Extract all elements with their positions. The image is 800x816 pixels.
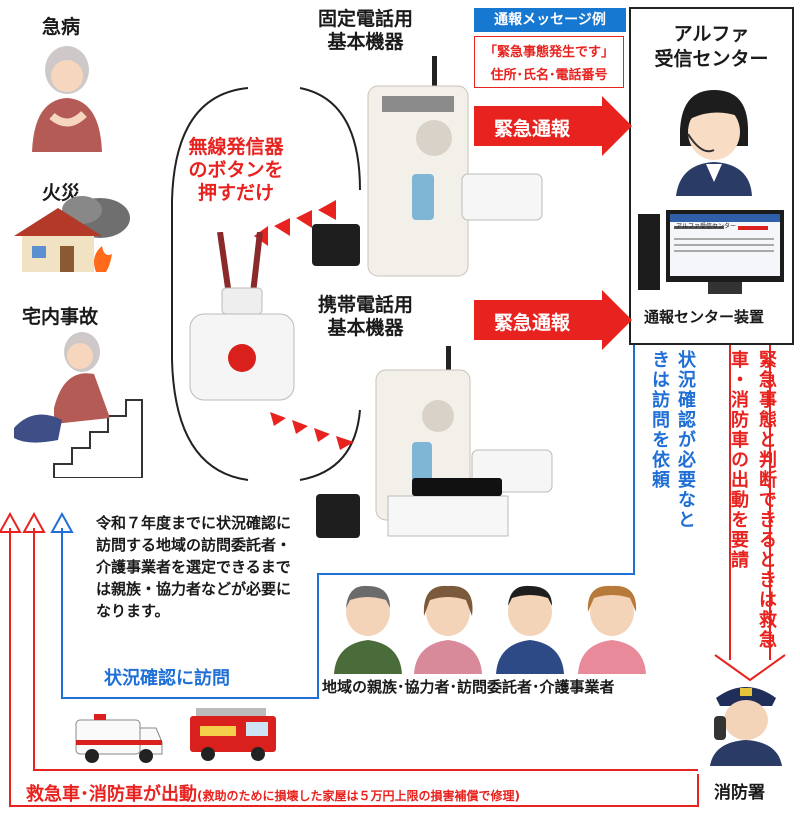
dispatch-main-label: 救急車･消防車が出動 [26,784,197,805]
fixed-phone-base-unit-icon [312,56,552,286]
ambulance-icon [74,710,164,764]
center-title: アルファ 受信センター [654,23,769,70]
dispatch-request-note: 緊急事態と判断できるときは救急車・消防車の出動を要請 [728,350,777,650]
emergency-arrow-2-shape [474,290,632,350]
wireless-caption: 無線発信器のボタンを押すだけ [188,136,284,204]
center-screen-title: アルファ受信センター [676,223,736,230]
emergency-call-arrow-2-label: 緊急通報 [494,312,571,334]
fire-label: 火災 [42,182,81,204]
status-visit-label: 状況確認に訪問 [104,668,230,689]
illness-label: 急病 [42,16,81,38]
blue-route [61,345,635,699]
message-example-box: 「緊急事態発生です」 住所･氏名･電話番号 [474,36,624,88]
dispatch-line: 救急車･消防車が出動(救助のために損壊した家屋は５万円上限の損害補償で修理) [26,780,520,806]
fire-engine-icon [186,706,280,764]
message-example-header: 通報メッセージ例 [474,8,626,32]
firefighter-on-phone-icon [706,676,786,766]
visit-request-note: 状況確認が必要なときは訪問を依頼 [649,350,696,530]
transmitter-frame [171,87,249,481]
mobile-phone-base-unit-icon [312,346,562,566]
illness-figure-icon [22,40,112,152]
center-box-outline [629,7,794,345]
community-people-icon [330,582,660,674]
dispatch-sub-label: (救助のために損壊した家屋は５万円上限の損害補償で修理) [197,789,520,803]
burning-house-icon [10,196,130,276]
message-example-line-1: 「緊急事態発生です」 [483,45,614,60]
message-example-line-2: 住所･氏名･電話番号 [490,68,608,83]
signal-arrows-lower [270,412,354,450]
operator-with-headset-icon [672,86,756,196]
emergency-call-arrow-1-label: 緊急通報 [494,118,571,140]
center-computer-icon [638,210,788,296]
center-device-label: 通報センター装置 [644,308,765,326]
mobile-phone-device-title: 携帯電話用 基本機器 [318,294,414,339]
people-caption: 地域の親族･協力者･訪問委託者･介護事業者 [322,678,615,696]
emergency-arrow-1-shape [474,96,632,156]
notice-text: 令和７年度までに状況確認に訪問する地域の訪問委託者・介護事業者を選定できるまでは… [96,514,292,620]
fixed-phone-device-title: 固定電話用 基本機器 [318,8,414,53]
wireless-transmitter-icon [186,232,298,402]
fire-station-label: 消防署 [714,783,765,803]
home-accident-label: 宅内事故 [22,306,99,328]
fallen-person-on-stairs-icon [14,328,144,478]
